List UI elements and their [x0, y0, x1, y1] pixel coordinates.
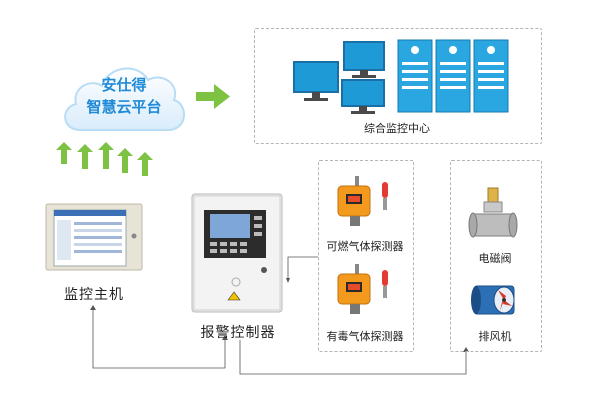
- toxic-gas-detector-icon: [337, 264, 388, 314]
- controller-cabinet-icon: [191, 193, 283, 313]
- cloud-title-line2: 智慧云平台: [86, 98, 162, 116]
- monitor-icon: [343, 41, 385, 78]
- monitoring-center-box: [254, 28, 542, 144]
- monitoring-host-label: 监控主机: [64, 287, 124, 303]
- exhaust-fan-icon: [471, 285, 515, 315]
- solenoid-valve-icon: [468, 187, 518, 238]
- solenoid-valve-label: 电磁阀: [478, 252, 512, 265]
- monitor-icon: [293, 61, 339, 101]
- detectors-box: [318, 160, 414, 352]
- combustible-gas-detector-icon: [337, 176, 388, 226]
- arrow-up-icon: [56, 142, 153, 176]
- server-icon: [473, 39, 509, 113]
- server-icon: [397, 39, 433, 113]
- exhaust-fan-label: 排风机: [478, 330, 512, 343]
- server-icon: [435, 39, 471, 113]
- actuators-box: [450, 160, 542, 352]
- monitoring-center-label: 综合监控中心: [364, 122, 430, 135]
- cloud-platform: 安仕得 智慧云平台: [58, 52, 190, 142]
- cloud-icon: [64, 67, 185, 131]
- connector-lines: [92, 256, 467, 375]
- combustible-detector-label: 可燃气体探测器: [326, 240, 404, 253]
- monitor-icon: [341, 79, 385, 114]
- arrow-right-icon: [196, 84, 230, 109]
- toxic-detector-label: 有毒气体探测器: [326, 330, 404, 343]
- panel-pc-icon: [45, 203, 143, 271]
- cloud-title-line1: 安仕得: [101, 76, 147, 94]
- alarm-controller-label: 报警控制器: [200, 325, 276, 341]
